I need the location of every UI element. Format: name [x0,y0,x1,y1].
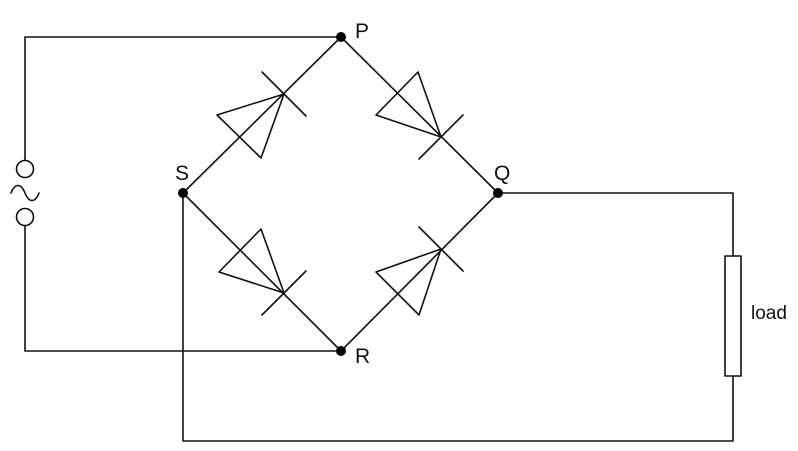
ac-source-icon [10,159,40,227]
node-p-label: P [355,20,369,43]
supply-top-wire [24,36,342,161]
node-s-dot [178,188,188,198]
node-q-dot [493,188,503,198]
arm-p-q [340,36,499,194]
load-top-wire [497,192,734,257]
diode-s-p [216,71,307,159]
ac-supply [10,36,342,352]
diode-r-q [375,226,464,316]
load-resistor [724,255,742,377]
node-r-dot [336,346,346,356]
arm-r-q [340,192,499,352]
arm-s-p [182,36,342,194]
load-bottom-wire [182,192,734,442]
node-p-dot [336,32,346,42]
diode-s-r [218,228,307,316]
node-s-label: S [175,162,189,185]
load-label: load [751,303,787,324]
node-q-label: Q [494,162,510,185]
supply-bottom-wire [24,225,342,352]
arm-s-r [182,192,342,352]
diode-p-q [375,71,464,160]
node-r-label: R [355,345,370,368]
